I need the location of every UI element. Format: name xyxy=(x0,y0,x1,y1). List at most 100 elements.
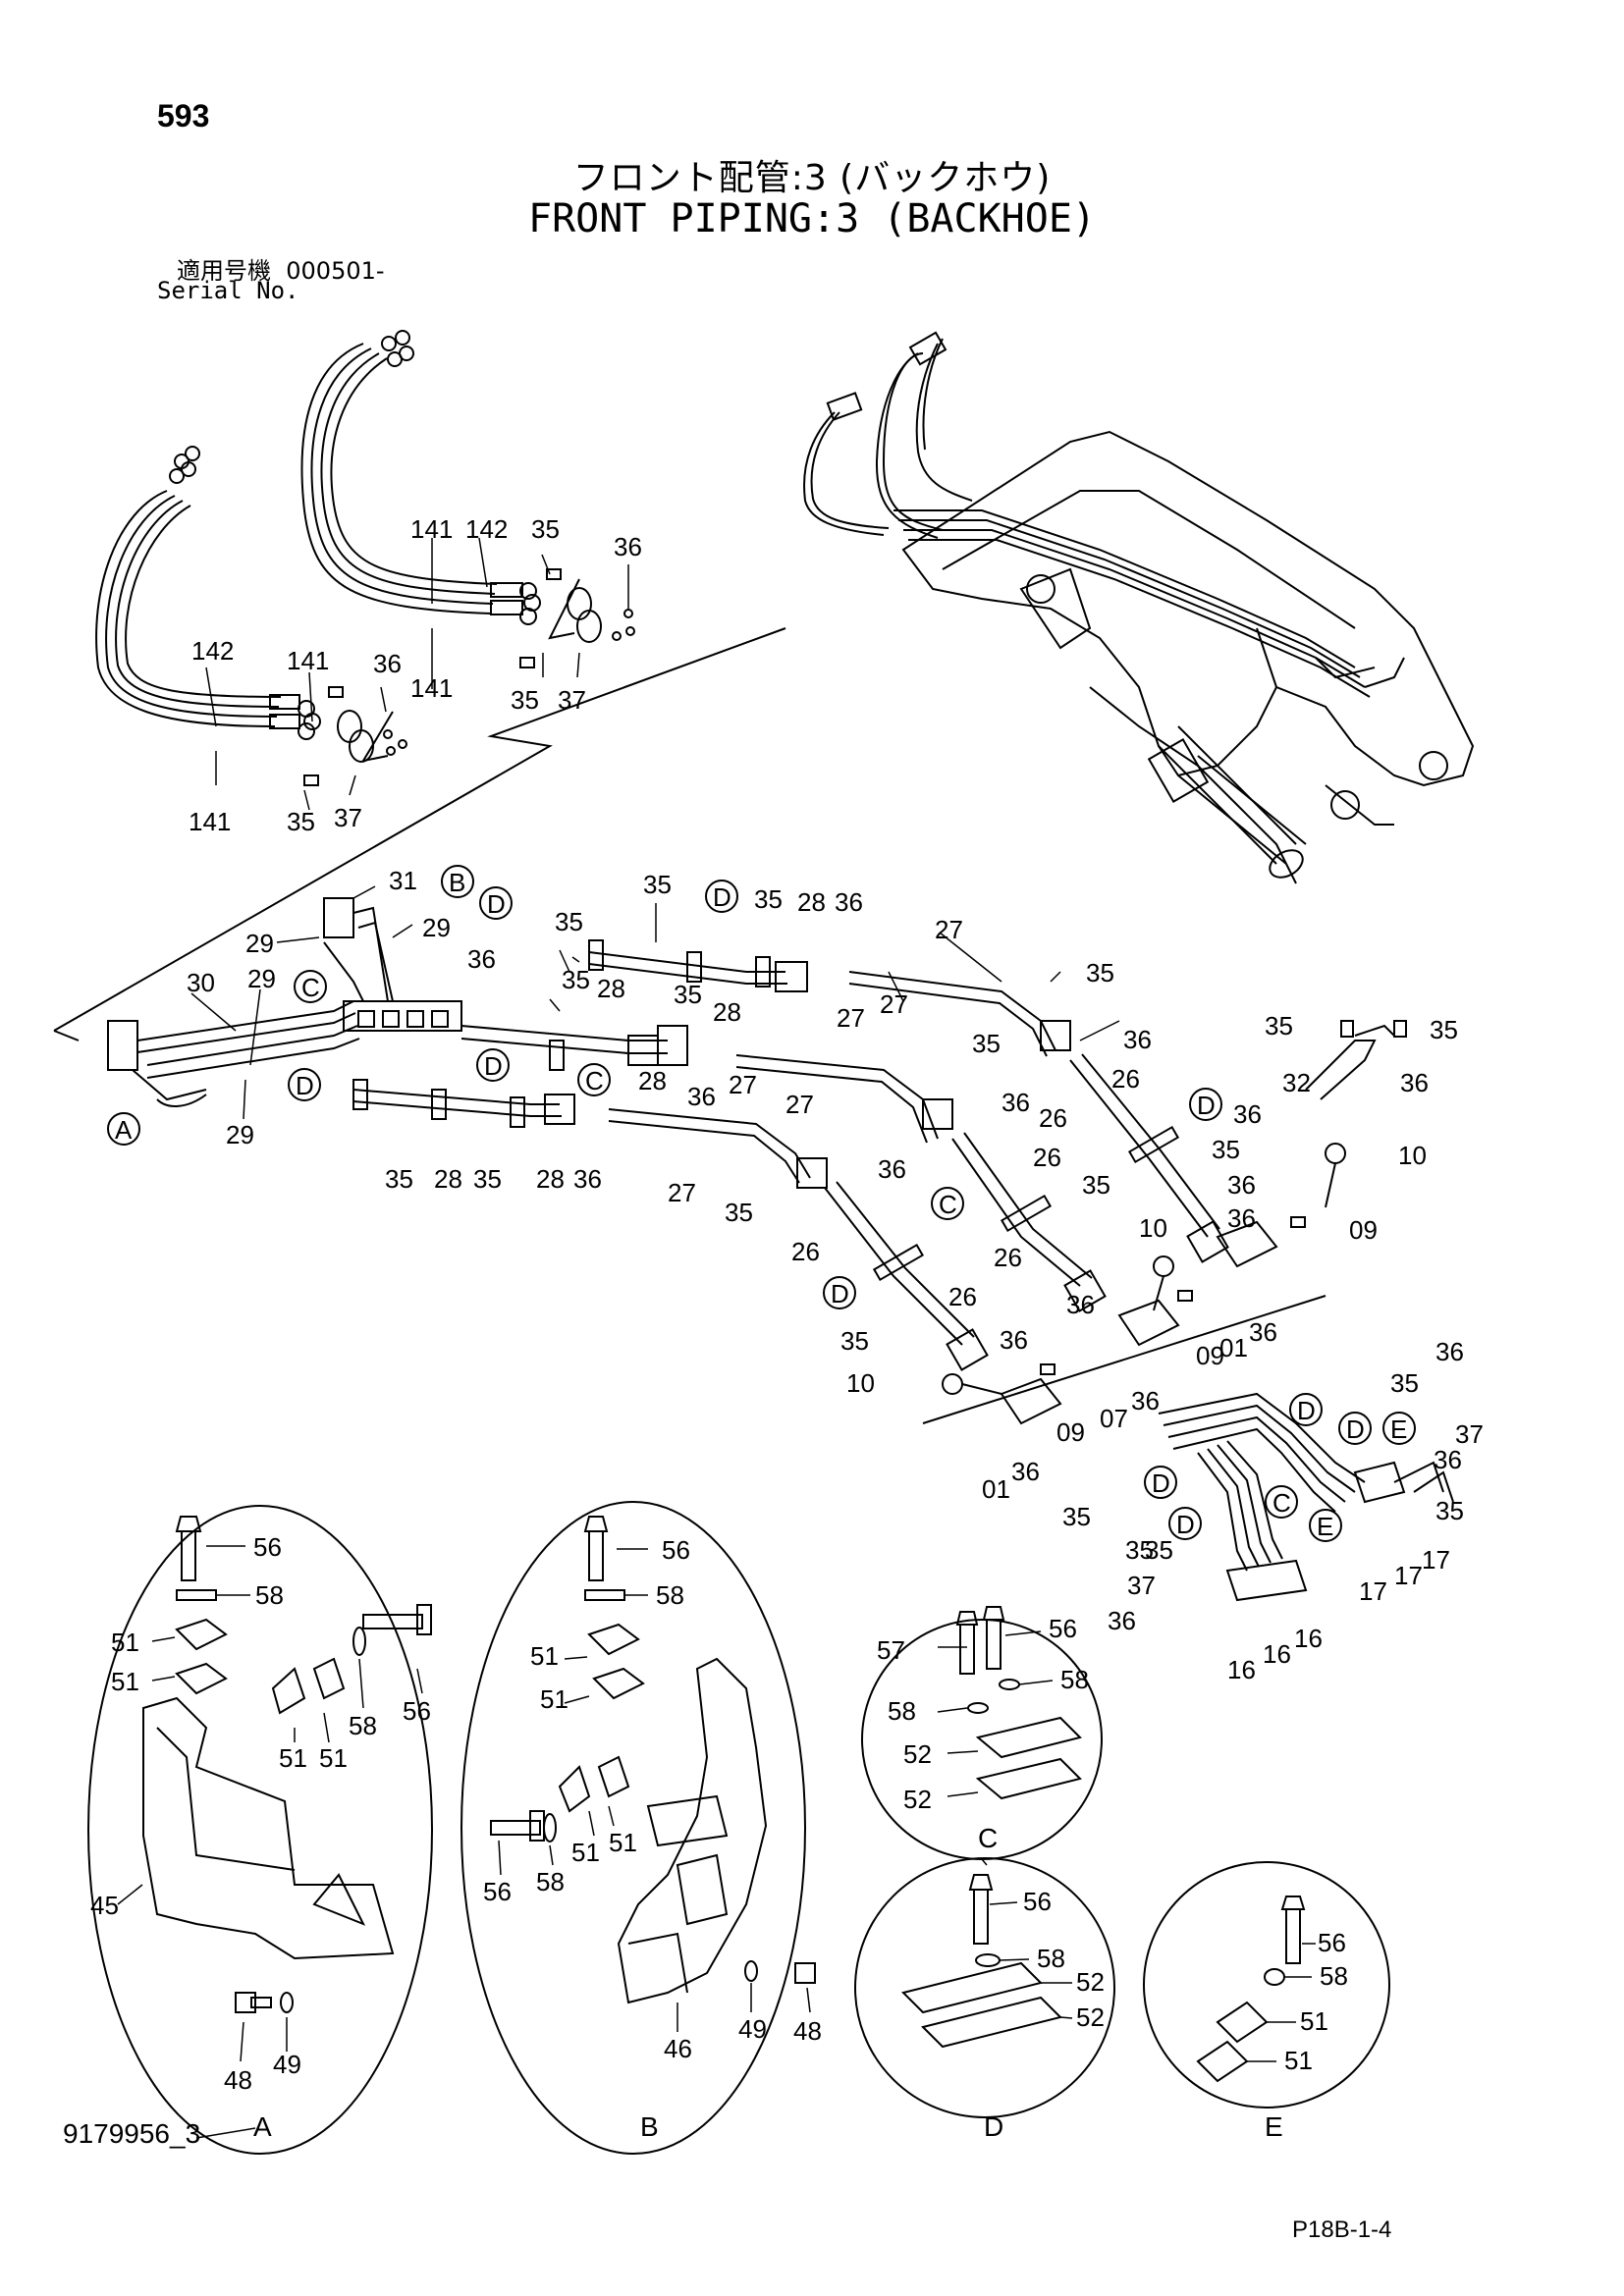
part-label: 29 xyxy=(245,929,274,958)
part-label: 35 xyxy=(1125,1535,1154,1565)
reference-callouts: A B D C D D C D D C D D D E D C D E xyxy=(107,865,1416,1542)
callout-C-4: C xyxy=(1272,1488,1291,1518)
part-label: 28 xyxy=(638,1066,667,1095)
detail-b-label: 49 xyxy=(738,2014,767,2044)
part-label: 01 xyxy=(1219,1333,1248,1362)
part-label: 36 xyxy=(1434,1445,1462,1474)
detail-e-label: 56 xyxy=(1318,1928,1346,1957)
part-label: 28 xyxy=(536,1164,565,1194)
part-label: 141 xyxy=(410,514,453,544)
part-label: 27 xyxy=(880,989,908,1019)
part-label: 35 xyxy=(840,1326,869,1356)
detail-labels: 56 58 51 51 56 58 51 51 45 48 49 A 56 58… xyxy=(90,1532,1348,2142)
detail-a-label: 49 xyxy=(273,2050,301,2079)
detail-b-label: 46 xyxy=(664,2034,692,2063)
part-label: 27 xyxy=(785,1090,814,1119)
detail-e-label: 51 xyxy=(1284,2046,1313,2075)
detail-c-label: 57 xyxy=(877,1635,905,1665)
part-label: 27 xyxy=(668,1178,696,1207)
part-label: 36 xyxy=(1227,1170,1256,1200)
section-boundary-line xyxy=(53,627,786,1032)
detail-a-label: 58 xyxy=(255,1580,284,1610)
part-label: 36 xyxy=(1108,1606,1136,1635)
detail-b-label: 51 xyxy=(540,1684,568,1714)
part-label: 35 xyxy=(385,1164,413,1194)
detail-c-label: 52 xyxy=(903,1785,932,1814)
part-label: 36 xyxy=(1123,1025,1152,1054)
part-label: 36 xyxy=(878,1154,906,1184)
part-label: 09 xyxy=(1349,1215,1378,1245)
part-label: 35 xyxy=(1086,958,1114,988)
detail-view-B xyxy=(460,1501,816,2155)
detail-a-label: 56 xyxy=(403,1696,431,1726)
part-label: 36 xyxy=(1249,1317,1277,1347)
part-label: 36 xyxy=(1000,1325,1028,1355)
section-boundary-line xyxy=(53,1030,80,1041)
callout-A: A xyxy=(115,1115,133,1145)
part-label: 28 xyxy=(713,997,741,1027)
part-label: 141 xyxy=(287,646,329,675)
part-label: 141 xyxy=(410,673,453,703)
part-label: 36 xyxy=(687,1082,716,1111)
callout-D-3: D xyxy=(713,882,731,912)
document-number: 9179956_3 xyxy=(63,2118,201,2149)
callout-D-9: D xyxy=(1152,1468,1170,1498)
part-label: 142 xyxy=(465,514,508,544)
part-label: 10 xyxy=(1139,1213,1167,1243)
detail-c-label: 56 xyxy=(1049,1614,1077,1643)
detail-e-letter: E xyxy=(1265,2111,1283,2142)
part-label: 29 xyxy=(247,964,276,993)
detail-view-E xyxy=(1143,1861,1390,2109)
callout-D-4: D xyxy=(484,1051,503,1081)
part-label: 17 xyxy=(1359,1576,1387,1606)
detail-a-label: 51 xyxy=(319,1743,348,1773)
part-label: 27 xyxy=(729,1070,757,1099)
detail-d-label: 58 xyxy=(1037,1944,1065,1973)
part-label: 26 xyxy=(1033,1143,1061,1172)
detail-c-label: 52 xyxy=(903,1739,932,1769)
part-label: 01 xyxy=(982,1474,1010,1504)
part-label: 36 xyxy=(614,532,642,561)
callout-D-7: D xyxy=(1297,1396,1316,1425)
detail-a-letter: A xyxy=(253,2111,272,2142)
callout-D-5: D xyxy=(1197,1091,1216,1120)
detail-b-label: 51 xyxy=(571,1838,600,1867)
callout-D-6: D xyxy=(831,1279,849,1308)
detail-d-letter: D xyxy=(984,2111,1003,2142)
page-number: 593 xyxy=(157,98,210,133)
detail-b-label: 56 xyxy=(483,1877,512,1906)
part-label: 35 xyxy=(754,884,783,914)
part-label: 26 xyxy=(791,1237,820,1266)
part-label: 16 xyxy=(1294,1624,1323,1653)
title-japanese: フロント配管:3 (バックホウ) xyxy=(572,158,1052,198)
serial-label-english: Serial No. xyxy=(157,277,299,304)
detail-b-label: 51 xyxy=(530,1641,559,1671)
detail-d-label: 56 xyxy=(1023,1887,1052,1916)
detail-e-label: 51 xyxy=(1300,2006,1328,2036)
page-reference: P18B-1-4 xyxy=(1292,2216,1392,2243)
detail-d-label: 52 xyxy=(1076,1967,1105,1997)
part-label: 35 xyxy=(562,965,590,994)
detail-c-label: 58 xyxy=(888,1696,916,1726)
part-label: 35 xyxy=(643,870,672,899)
detail-b-label: 58 xyxy=(656,1580,684,1610)
hose-assemblies xyxy=(95,330,635,786)
detail-view-D xyxy=(854,1857,1115,2118)
part-label: 35 xyxy=(674,980,702,1009)
part-label: 35 xyxy=(473,1164,502,1194)
part-label: 37 xyxy=(1455,1419,1484,1449)
part-label: 36 xyxy=(1233,1099,1262,1129)
callout-C-3: C xyxy=(939,1190,957,1219)
part-label: 36 xyxy=(1435,1337,1464,1366)
part-label: 36 xyxy=(1131,1386,1160,1415)
callout-D-1: D xyxy=(487,889,506,919)
part-label: 35 xyxy=(531,514,560,544)
callout-C-1: C xyxy=(301,973,320,1002)
callout-C-2: C xyxy=(585,1066,604,1095)
part-label: 26 xyxy=(1111,1064,1140,1094)
part-label: 36 xyxy=(1400,1068,1429,1097)
part-label: 35 xyxy=(287,807,315,836)
part-label: 36 xyxy=(1001,1088,1030,1117)
part-label: 28 xyxy=(797,887,826,917)
